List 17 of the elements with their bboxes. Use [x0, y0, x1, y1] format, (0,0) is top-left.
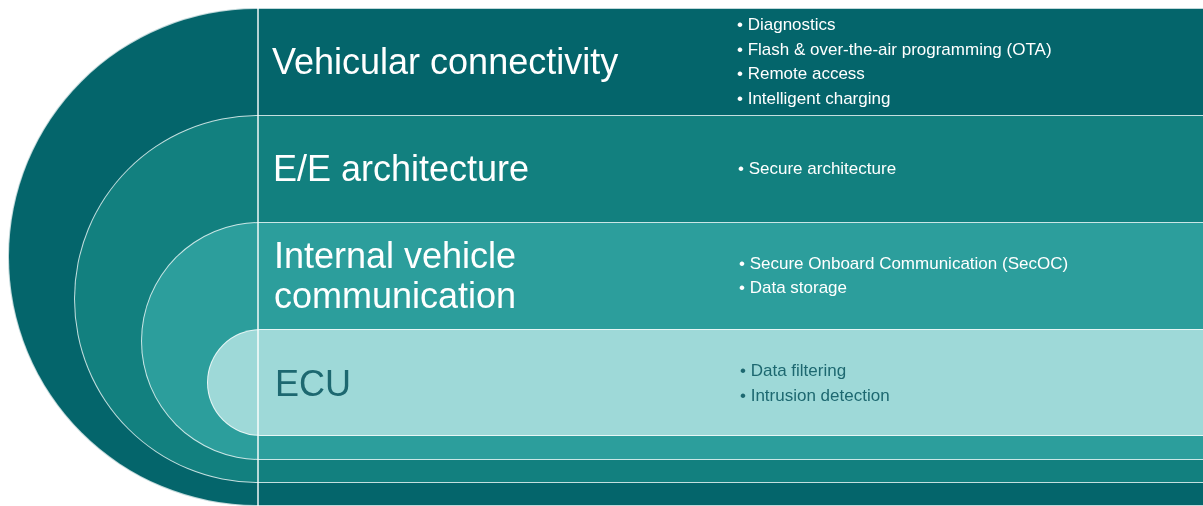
nested-layer-band [8, 8, 1203, 506]
layer-heading: Internal vehicle communication [274, 236, 518, 316]
bullet-item: • Data filtering [740, 360, 848, 382]
bullet-item: • Data storage [739, 277, 848, 299]
bullet-item: • Flash & over-the-air programming (OTA) [737, 38, 1052, 61]
bullet-item: • Intelligent charging [737, 87, 892, 110]
bullet-item: • Secure architecture [738, 157, 897, 180]
layer-heading: ECU [275, 363, 351, 404]
bullet-item: • Remote access [737, 63, 866, 85]
nested-layer-band [74, 115, 1203, 483]
nested-layer-band [141, 222, 1203, 460]
layer-heading: Vehicular connectivity [272, 42, 619, 82]
nested-layer-band [207, 329, 1203, 436]
layer-heading: E/E architecture [273, 149, 530, 189]
bullet-item: • Diagnostics [737, 14, 837, 36]
bullet-item: • Secure Onboard Communication (SecOC) [739, 252, 1069, 275]
bullet-item: • Intrusion detection [740, 384, 890, 407]
